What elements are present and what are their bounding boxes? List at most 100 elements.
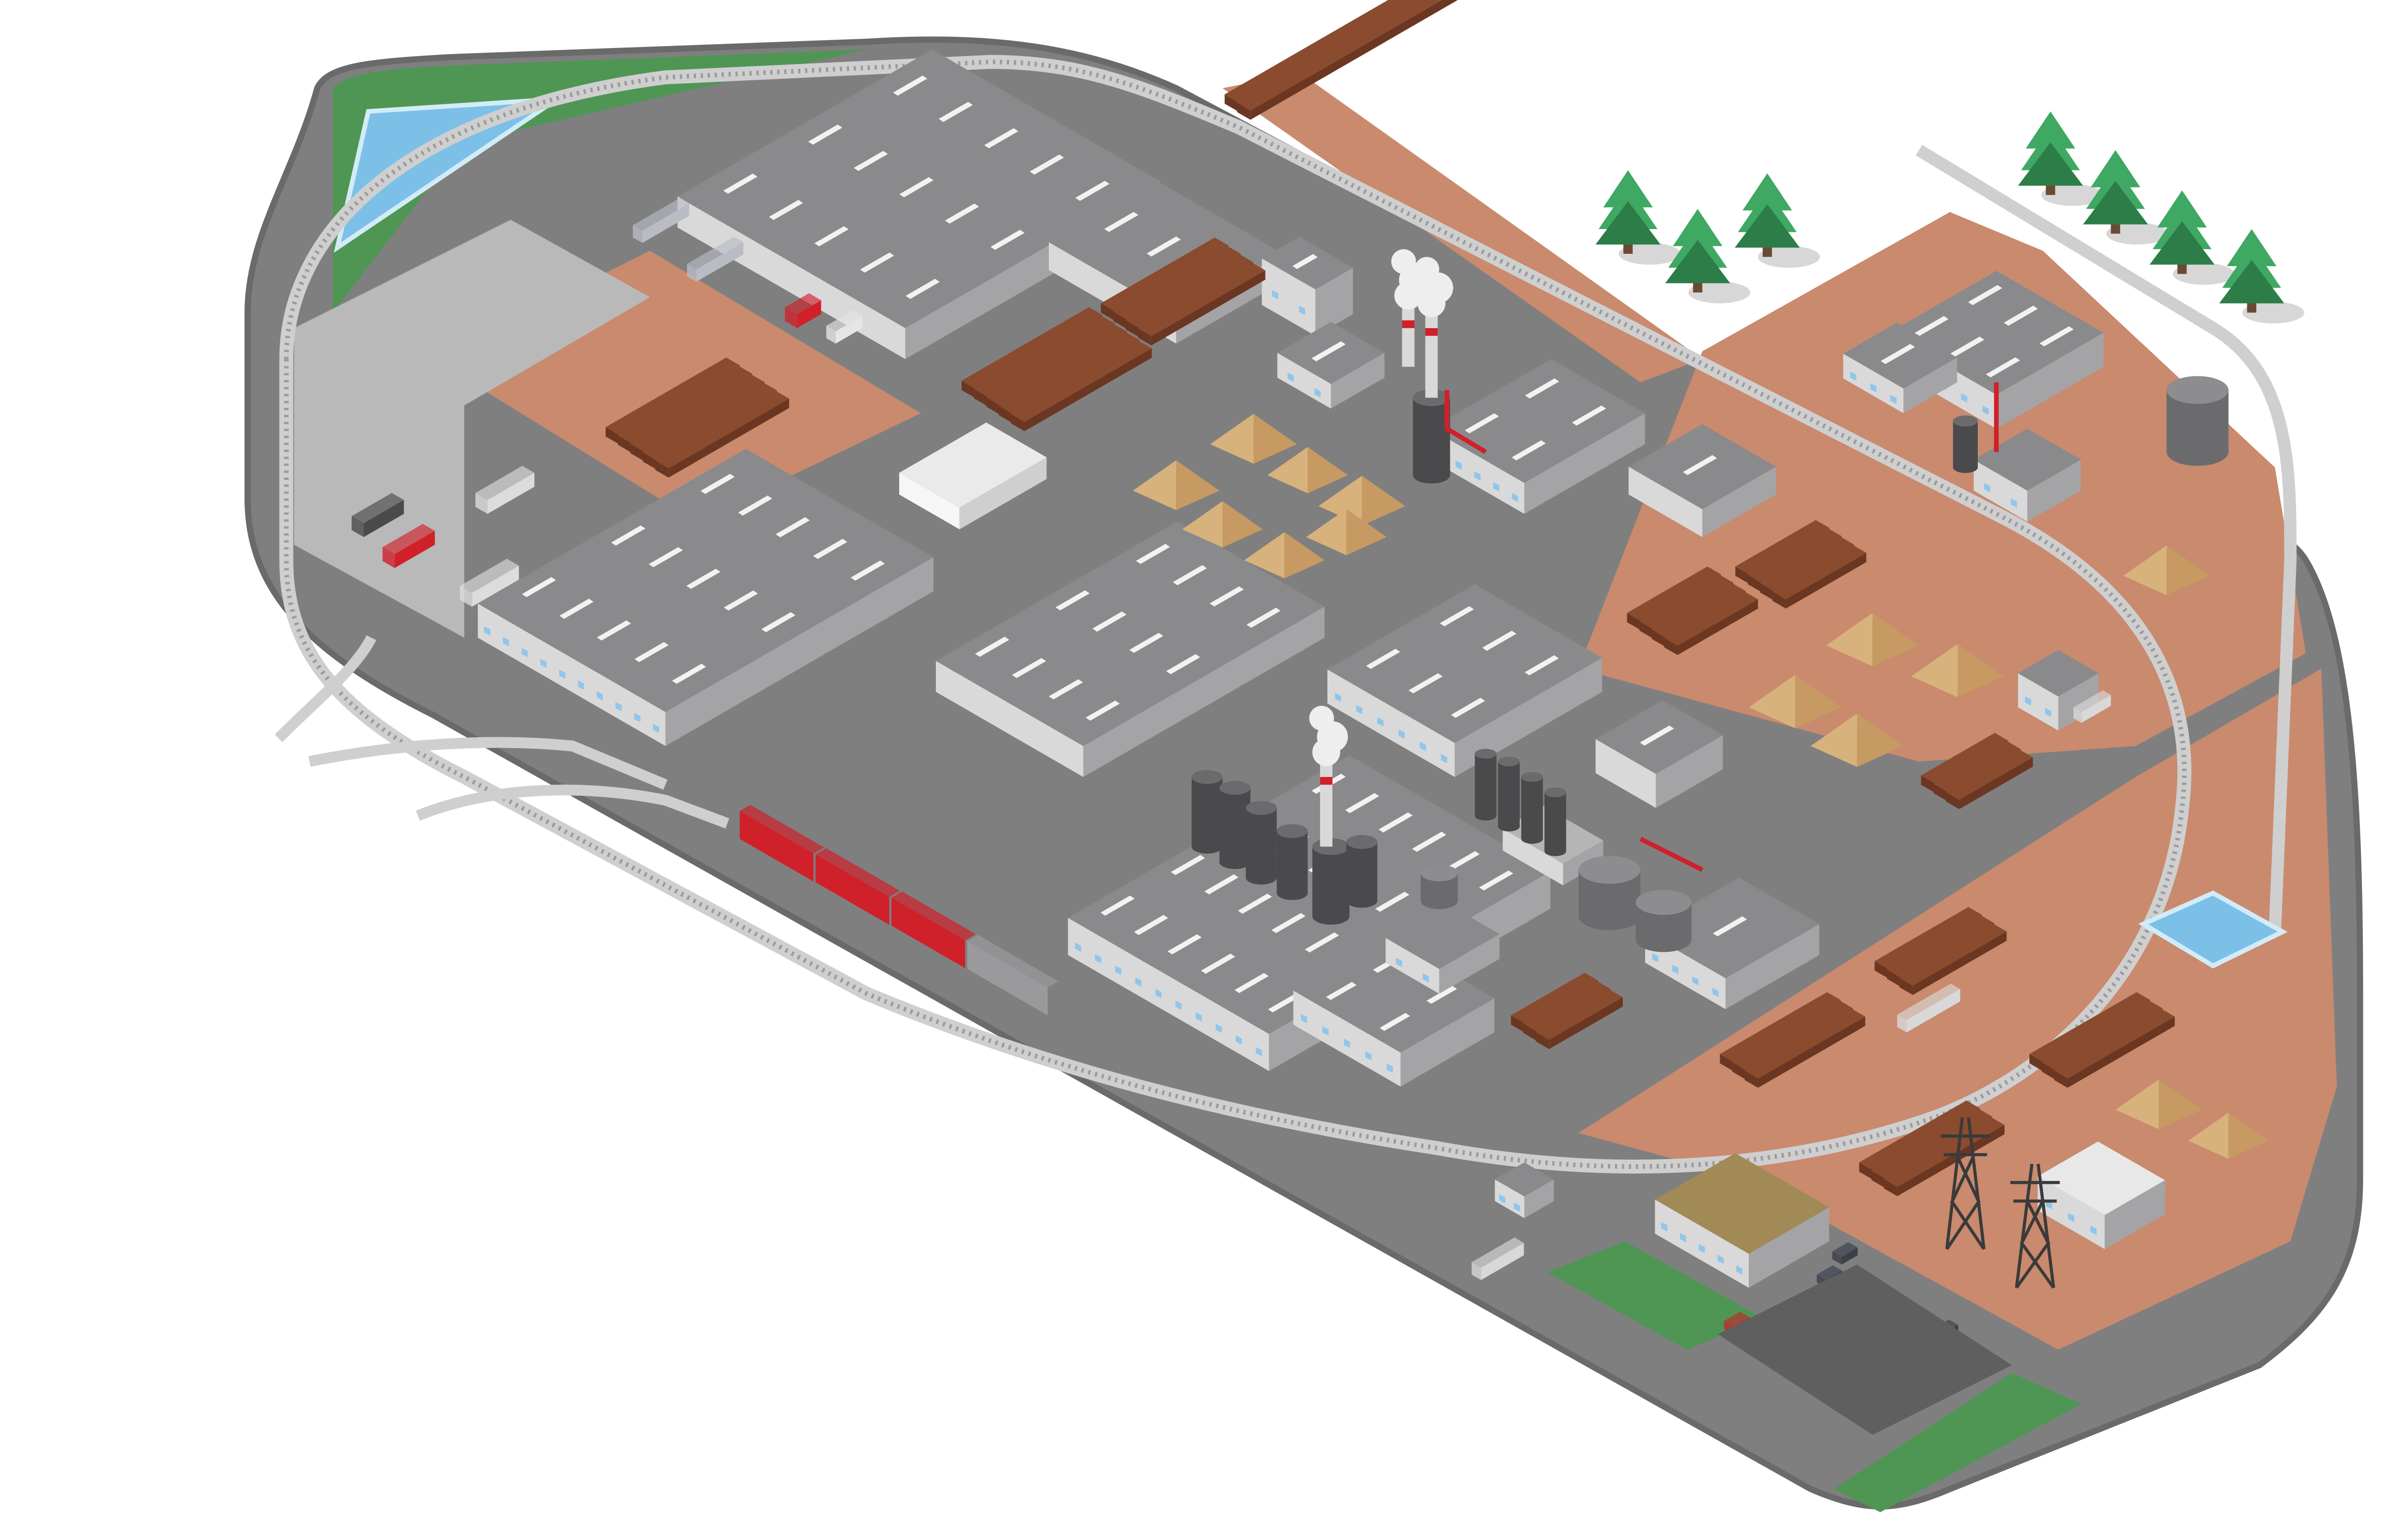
buildings xyxy=(477,49,2165,1288)
tent-storage-side-right xyxy=(959,457,1047,529)
silo-icon-body xyxy=(1219,788,1251,862)
main-hall-west-roof xyxy=(477,449,934,712)
silo-icon-top xyxy=(1192,770,1223,784)
main-hall-north-skylight xyxy=(899,177,934,197)
sawdust-pile-icon-face-right xyxy=(2159,1079,2202,1129)
lumber-stack-icon xyxy=(2054,1008,2175,1088)
north-annex-skylight xyxy=(1147,236,1181,257)
processing-annex-side-left xyxy=(1628,467,1703,537)
lumber-stack-icon-end xyxy=(1744,1070,1758,1088)
lumber-stack-icon xyxy=(1536,989,1623,1050)
red-pipe xyxy=(1639,836,1704,872)
rail-car-icon-top xyxy=(891,891,976,940)
container-icon-side xyxy=(487,472,535,514)
main-hall-west-skylight xyxy=(813,538,848,559)
tree-icon xyxy=(2149,190,2235,285)
silo-icon-base xyxy=(1636,927,1692,952)
lumber-stack-icon xyxy=(1744,1008,1866,1088)
southern-shed-side-left xyxy=(1293,991,1401,1087)
long-production-hall-skylight xyxy=(1201,953,1235,974)
smokestack-icon-band xyxy=(1320,777,1333,785)
lumber-stack-icon-end xyxy=(974,389,987,407)
silo-icon-body xyxy=(1521,777,1543,839)
lumber-stack-icon xyxy=(1946,749,2033,810)
main-hall-west-skylight xyxy=(634,642,669,662)
rail-car-icon-side xyxy=(815,854,890,925)
container-icon-side xyxy=(363,500,404,537)
pump-house-side-right xyxy=(1725,924,1820,1009)
truck-icon-end xyxy=(1897,1014,1907,1033)
sawdust-pile-icon-face-left xyxy=(2115,1079,2159,1129)
lumber-stack-icon-end xyxy=(1884,1179,1897,1196)
rail-spur-east-outer xyxy=(1915,145,2297,932)
north-tower-block-window xyxy=(1299,305,1305,315)
truck-icon xyxy=(632,198,689,243)
processing-block-side-left xyxy=(1431,428,1525,514)
pond-northwest xyxy=(334,96,566,253)
north-annex-skylight xyxy=(1104,212,1139,232)
lumber-stack-icon-end xyxy=(618,435,631,453)
silo-icon-top xyxy=(1544,787,1566,798)
sawdust-pile-icon-face-left xyxy=(1748,675,1795,728)
silo-icon-base xyxy=(1276,886,1308,900)
tree-icon-shadow xyxy=(1758,246,1820,268)
long-production-hall-skylight xyxy=(1378,812,1413,833)
north-tower-block-window xyxy=(1272,290,1278,300)
lumber-stack-icon-side xyxy=(1959,757,2033,810)
silo-icon-top xyxy=(1346,835,1377,849)
silo-icon-body xyxy=(1544,792,1566,852)
lumber-stack-icon-top xyxy=(1887,915,1995,978)
control-room-side-right xyxy=(1439,934,1500,994)
pump-house-window xyxy=(1692,976,1699,986)
lumber-stack-icon-top xyxy=(1899,924,2007,986)
southern-shed-skylight xyxy=(1326,982,1357,1000)
car-icon-side xyxy=(1841,1247,1858,1265)
boiler-house xyxy=(1277,322,1385,409)
lumber-stack-icon-top xyxy=(974,315,1115,397)
office-building-window xyxy=(1680,1232,1686,1242)
lumber-stack-icon-top xyxy=(655,391,790,469)
sawdust-pile-icon xyxy=(1133,460,1220,510)
lumber-stack-icon-end xyxy=(1224,94,1238,112)
north-tower-block-skylight xyxy=(1292,254,1318,269)
lumber-stack-icon-end xyxy=(1732,1062,1746,1080)
main-hall-north-skylight xyxy=(893,75,927,96)
lumber-stack-icon xyxy=(1664,591,1758,655)
control-room xyxy=(1385,903,1500,994)
silo-icon-body xyxy=(1413,398,1450,475)
lumber-stack-icon-end xyxy=(1100,303,1114,321)
silo-icon-body xyxy=(1276,831,1308,893)
long-production-hall-skylight xyxy=(1479,870,1513,891)
tent-storage xyxy=(899,422,1047,529)
lumber-stack-icon-top xyxy=(1946,749,2033,800)
silo-icon-top xyxy=(1276,824,1308,838)
central-hall-skylight xyxy=(1136,543,1170,564)
processing-block-window xyxy=(1512,493,1518,503)
smokestack-icon-smoke xyxy=(1391,249,1416,274)
lumber-stack-icon-top xyxy=(986,324,1127,406)
silo-icon-top xyxy=(2166,376,2229,404)
container-icon xyxy=(382,524,435,568)
smokestack-icon-column xyxy=(1402,304,1415,367)
substation-house xyxy=(2037,1141,2165,1249)
tree-icon xyxy=(1665,209,1751,303)
main-hall-west-window xyxy=(484,626,491,636)
southern-shed-skylight xyxy=(1426,986,1457,1004)
sawdust-pile-icon-face-right xyxy=(2166,545,2210,595)
sawdust-pile-icon-face-right xyxy=(1253,413,1297,464)
transmission-tower-icon-strut xyxy=(2036,1164,2056,1288)
north-tower-block-side-left xyxy=(1261,258,1316,336)
silo-icon xyxy=(1636,889,1692,952)
lumber-stack-icon-end xyxy=(1639,621,1653,639)
tree-icon xyxy=(1595,170,1681,265)
container-icon xyxy=(459,559,519,607)
lumber-stack-icon-top xyxy=(1011,341,1152,422)
main-hall-west-skylight xyxy=(738,495,772,516)
pump-house-window xyxy=(1712,988,1719,997)
car-icon xyxy=(1832,1242,1858,1265)
lumber-stack-icon-top xyxy=(2042,1000,2163,1070)
truck-icon-side xyxy=(696,242,744,282)
drying-hall-window xyxy=(1356,704,1363,714)
processing-annex xyxy=(1628,424,1777,537)
long-production-hall-skylight xyxy=(1445,851,1480,872)
